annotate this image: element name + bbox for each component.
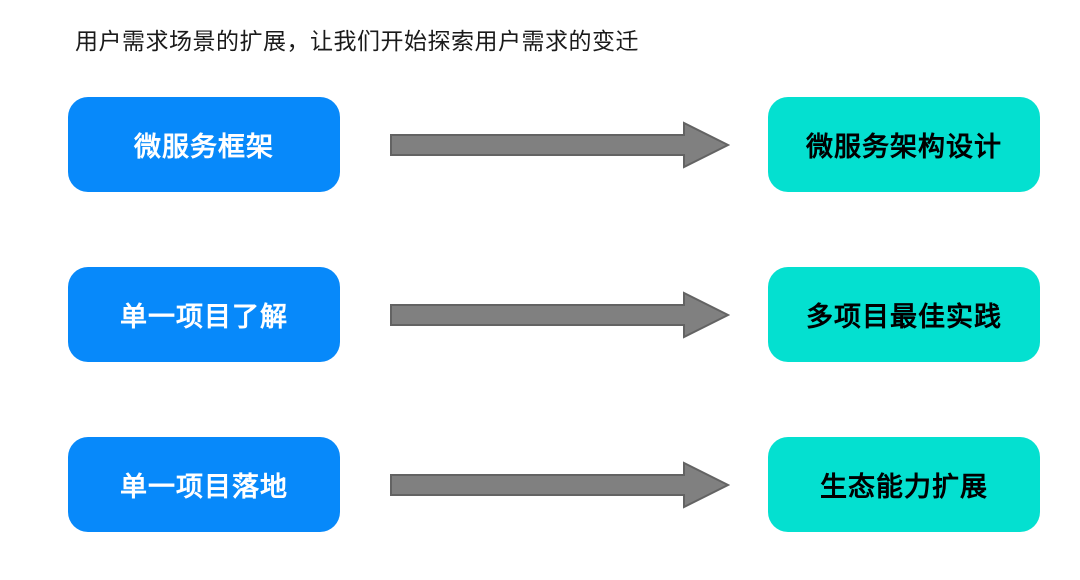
- source-box-row-2: 单一项目了解: [68, 267, 340, 362]
- flow-row-1: 微服务框架 微服务架构设计: [0, 97, 1080, 192]
- diagram-title: 用户需求场景的扩展，让我们开始探索用户需求的变迁: [75, 28, 639, 54]
- target-box-row-3: 生态能力扩展: [768, 437, 1040, 532]
- arrow-right-icon: [390, 461, 730, 509]
- source-box-row-1: 微服务框架: [68, 97, 340, 192]
- arrow-right-icon: [390, 121, 730, 169]
- target-box-row-2: 多项目最佳实践: [768, 267, 1040, 362]
- flow-row-2: 单一项目了解 多项目最佳实践: [0, 267, 1080, 362]
- arrow-right-icon: [390, 291, 730, 339]
- flow-row-3: 单一项目落地 生态能力扩展: [0, 437, 1080, 532]
- source-box-row-3: 单一项目落地: [68, 437, 340, 532]
- target-box-row-1: 微服务架构设计: [768, 97, 1040, 192]
